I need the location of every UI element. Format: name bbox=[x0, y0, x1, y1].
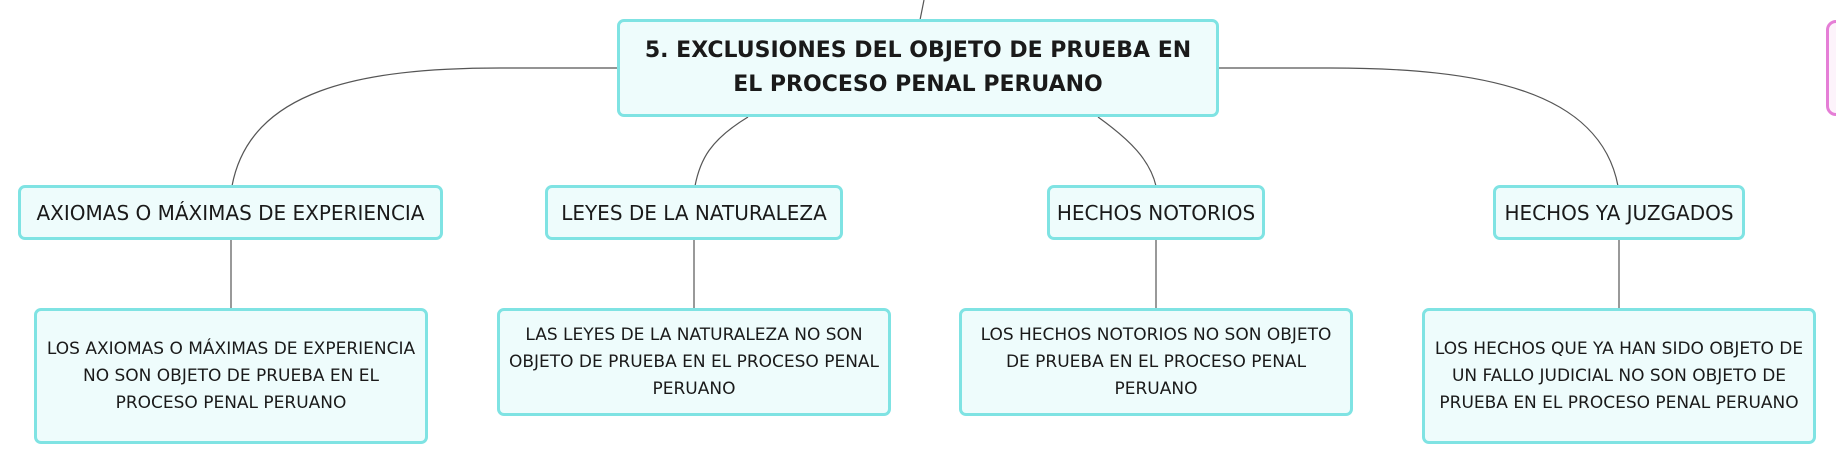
topic-label: AXIOMAS O MÁXIMAS DE EXPERIENCIA bbox=[36, 200, 425, 225]
topic-label: HECHOS YA JUZGADOS bbox=[1504, 200, 1734, 225]
offscreen-topic-edge[interactable] bbox=[1826, 20, 1836, 116]
connector-root-to-leyes bbox=[694, 116, 749, 187]
topic-label: LEYES DE LA NATURALEZA bbox=[561, 200, 827, 225]
detail-text: LOS HECHOS QUE YA HAN SIDO OBJETO DE UN … bbox=[1434, 338, 1804, 413]
topic-hechos-notorios[interactable]: HECHOS NOTORIOS bbox=[1047, 185, 1265, 240]
detail-hechos-notorios[interactable]: LOS HECHOS NOTORIOS NO SON OBJETO DE PRU… bbox=[959, 308, 1353, 416]
detail-leyes[interactable]: LAS LEYES DE LA NATURALEZA NO SON OBJETO… bbox=[497, 308, 891, 416]
connector-root-to-axiomas bbox=[231, 67, 618, 187]
detail-axiomas[interactable]: LOS AXIOMAS O MÁXIMAS DE EXPERIENCIA NO … bbox=[34, 308, 428, 444]
connector-root-to-hechos-juzgados bbox=[1218, 67, 1619, 187]
topic-leyes[interactable]: LEYES DE LA NATURALEZA bbox=[545, 185, 843, 240]
root-topic[interactable]: 5. EXCLUSIONES DEL OBJETO DE PRUEBA EN E… bbox=[617, 19, 1219, 117]
detail-text: LOS HECHOS NOTORIOS NO SON OBJETO DE PRU… bbox=[980, 324, 1332, 399]
topic-label: HECHOS NOTORIOS bbox=[1056, 200, 1256, 225]
connector-parent-to-root bbox=[919, 0, 925, 21]
detail-text: LOS AXIOMAS O MÁXIMAS DE EXPERIENCIA NO … bbox=[46, 338, 416, 413]
root-topic-label: 5. EXCLUSIONES DEL OBJETO DE PRUEBA EN E… bbox=[644, 38, 1192, 97]
topic-hechos-juzgados[interactable]: HECHOS YA JUZGADOS bbox=[1493, 185, 1745, 240]
topic-axiomas[interactable]: AXIOMAS O MÁXIMAS DE EXPERIENCIA bbox=[18, 185, 443, 240]
detail-hechos-juzgados[interactable]: LOS HECHOS QUE YA HAN SIDO OBJETO DE UN … bbox=[1422, 308, 1816, 444]
connector-root-to-hechos-notorios bbox=[1097, 116, 1157, 187]
detail-text: LAS LEYES DE LA NATURALEZA NO SON OBJETO… bbox=[508, 324, 880, 399]
